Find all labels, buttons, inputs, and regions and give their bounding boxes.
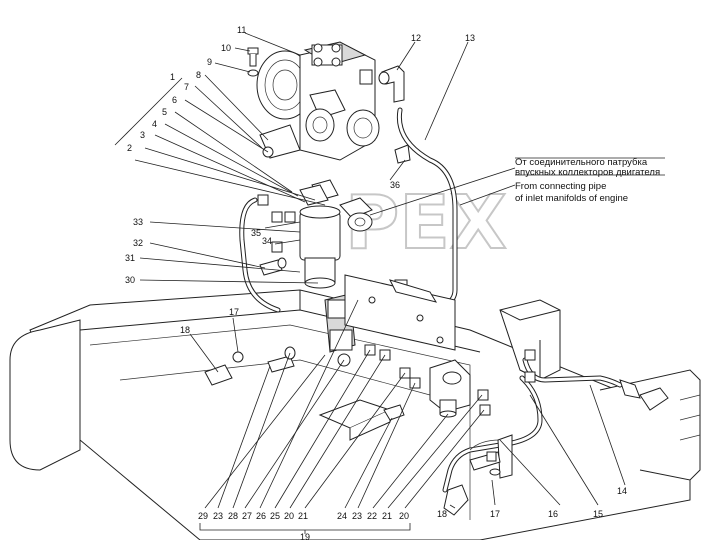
callout-2: 2 <box>127 143 132 153</box>
leader-lines <box>114 32 665 534</box>
callout-18-left: 18 <box>180 325 190 335</box>
bottom-callout-26: 26 <box>256 511 266 521</box>
callout-labels: 11 10 9 1 8 7 6 5 4 3 2 12 13 36 33 35 3… <box>125 25 627 540</box>
callout-14: 14 <box>617 486 627 496</box>
callout-33: 33 <box>133 217 143 227</box>
callout-19: 19 <box>300 532 310 540</box>
note-ru-line2: впускных коллекторов двигателя <box>515 167 660 178</box>
callout-11: 11 <box>237 25 246 35</box>
bottom-callout-25: 25 <box>270 511 280 521</box>
callout-18-right: 18 <box>437 509 447 519</box>
callout-5: 5 <box>162 107 167 117</box>
callout-32: 32 <box>133 238 143 248</box>
note-en-line1: From connecting pipe <box>515 181 606 192</box>
callout-3: 3 <box>140 130 145 140</box>
compressor <box>256 41 411 164</box>
callout-36: 36 <box>390 180 400 190</box>
note-en-line2: of inlet manifolds of engine <box>515 193 628 204</box>
bottom-callout-row: 29 23 28 27 26 25 20 21 24 23 22 21 20 <box>198 511 409 521</box>
callout-35: 35 <box>251 228 261 238</box>
bottom-callout-21a: 21 <box>298 511 308 521</box>
bottom-callout-20b: 20 <box>399 511 409 521</box>
bottom-callout-27: 27 <box>242 511 252 521</box>
inlet-note: От соединительного патрубка впускных кол… <box>515 157 660 204</box>
bottom-callout-23a: 23 <box>213 511 223 521</box>
bottom-callout-24: 24 <box>337 511 347 521</box>
bolt-10 <box>247 47 259 77</box>
callout-9: 9 <box>207 57 212 67</box>
callout-30: 30 <box>125 275 135 285</box>
bottom-callout-20a: 20 <box>284 511 294 521</box>
bottom-callout-28: 28 <box>228 511 238 521</box>
callout-1: 1 <box>170 72 175 82</box>
bottom-callout-22: 22 <box>367 511 377 521</box>
callout-31: 31 <box>125 253 135 263</box>
bottom-callout-23b: 23 <box>352 511 362 521</box>
bottom-callout-21b: 21 <box>382 511 392 521</box>
callout-12: 12 <box>411 33 421 43</box>
callout-17-right: 17 <box>490 509 500 519</box>
callout-8: 8 <box>196 70 201 80</box>
callout-15: 15 <box>593 509 603 519</box>
bottom-callout-29: 29 <box>198 511 208 521</box>
callout-4: 4 <box>152 119 157 129</box>
callout-16: 16 <box>548 509 558 519</box>
elbow-fitting-12 <box>378 65 405 103</box>
callout-6: 6 <box>172 95 177 105</box>
note-ru-line1: От соединительного патрубка <box>515 157 648 168</box>
distributor-valve <box>429 359 471 418</box>
callout-13: 13 <box>465 33 475 43</box>
callout-7: 7 <box>184 82 189 92</box>
pipes <box>239 107 623 493</box>
callout-10: 10 <box>221 43 231 53</box>
callout-34: 34 <box>262 236 272 246</box>
callout-17-left: 17 <box>229 307 239 317</box>
